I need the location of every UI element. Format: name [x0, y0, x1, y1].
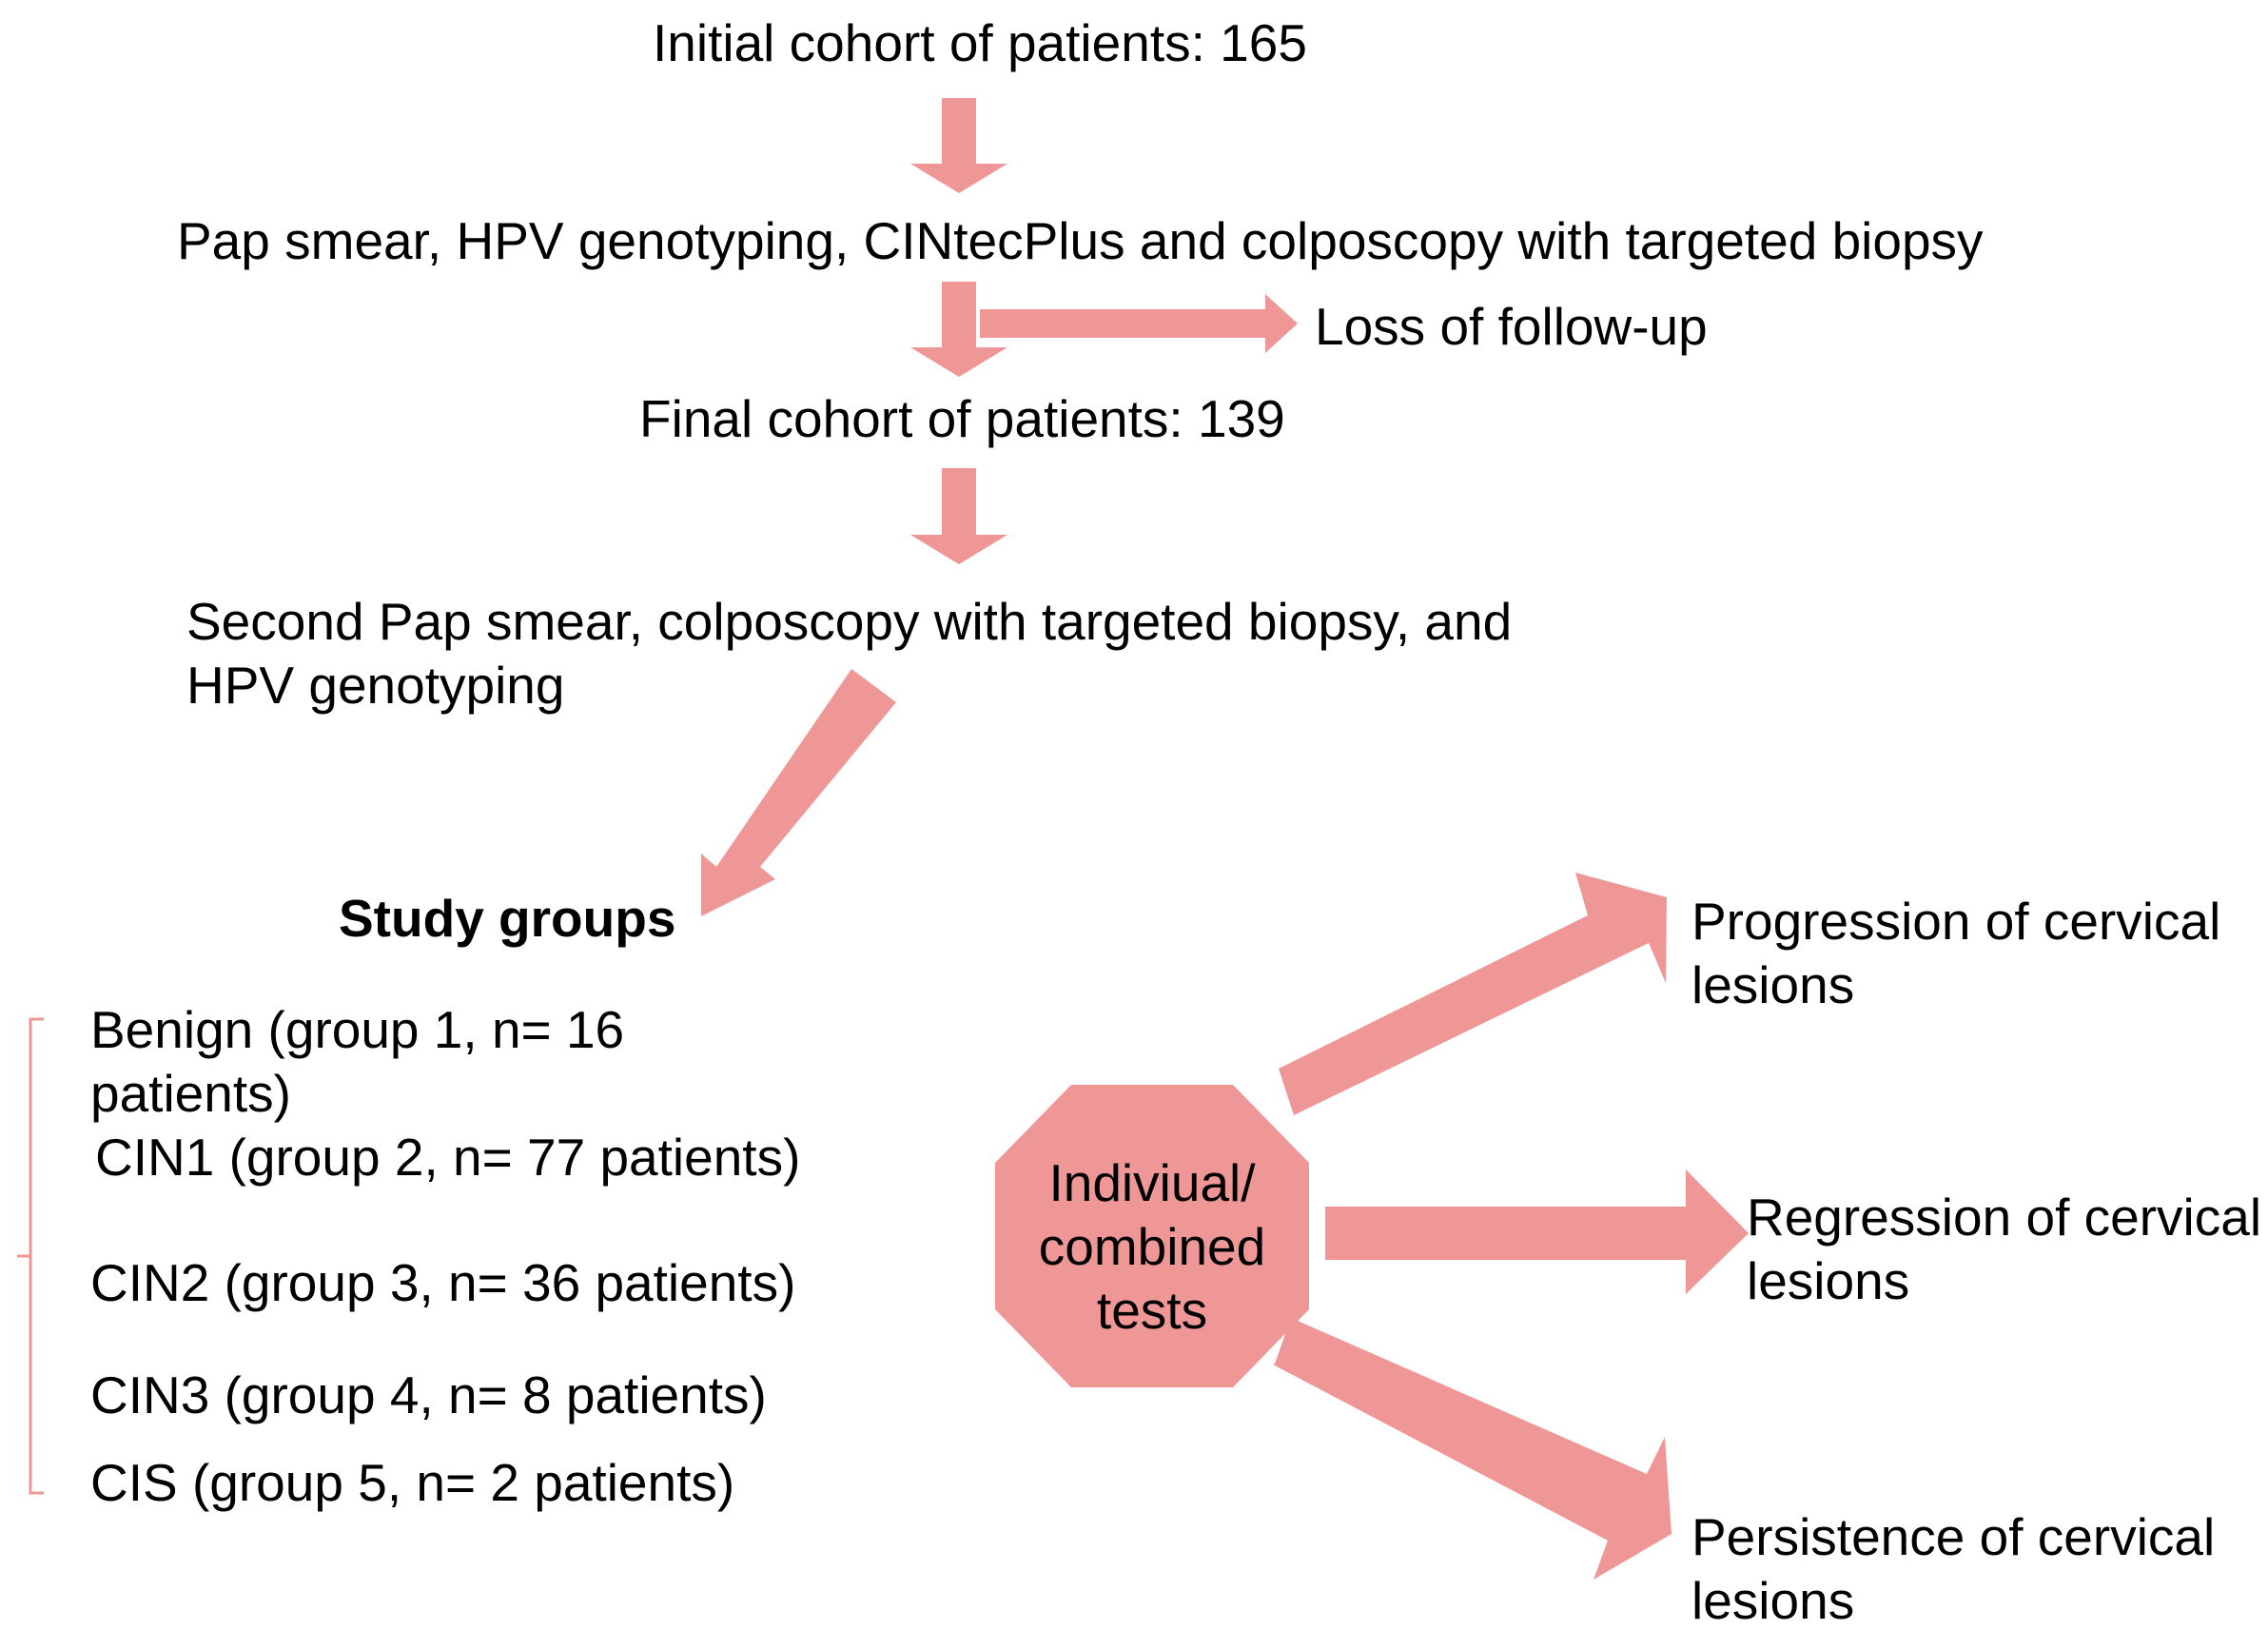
- tests-text: Indiviual/ combined tests: [995, 1151, 1309, 1343]
- group-1-line1: Benign (group 1, n= 16: [90, 1000, 625, 1059]
- group-5-text: CIS (group 5, n= 2 patients): [90, 1453, 735, 1512]
- arrow-persistence: [1273, 1318, 1672, 1580]
- initial-cohort-text: Initial cohort of patients: 165: [653, 13, 1307, 72]
- group-2-text: CIN1 (group 2, n= 77 patients): [95, 1128, 801, 1187]
- tests-line3: tests: [1096, 1281, 1208, 1340]
- outcome-progression-line2: lesions: [1691, 955, 1855, 1014]
- outcome-persistence-line1: Persistence of cervical: [1691, 1507, 2216, 1566]
- tests-octagon: [995, 1085, 1309, 1387]
- outcome-progression-text: Progression of cervical lesions: [1691, 890, 2220, 1017]
- study-groups-title: Study groups: [339, 889, 676, 948]
- arrow-right-loss: [980, 294, 1298, 353]
- arrow-progression: [1279, 873, 1667, 1115]
- tests-line1: Indiviual/: [1048, 1153, 1256, 1212]
- step2-text: Second Pap smear, colposcopy with target…: [186, 590, 1512, 717]
- step2-line1: Second Pap smear, colposcopy with target…: [186, 592, 1513, 651]
- step2-line2: HPV genotyping: [186, 656, 565, 715]
- arrow-diagonal-study-groups: [701, 669, 896, 916]
- arrow-down-2: [910, 282, 1007, 377]
- group-1-line2: patients): [90, 1064, 291, 1123]
- arrow-regression: [1325, 1169, 1749, 1294]
- outcome-regression-line2: lesions: [1747, 1251, 1910, 1310]
- outcome-persistence-line2: lesions: [1691, 1571, 1855, 1630]
- group-3-text: CIN2 (group 3, n= 36 patients): [90, 1253, 796, 1312]
- final-cohort-text: Final cohort of patients: 139: [639, 389, 1285, 448]
- outcome-persistence-text: Persistence of cervical lesions: [1691, 1505, 2215, 1633]
- arrow-down-1: [910, 98, 1007, 193]
- groups-bracket: [17, 1017, 44, 1495]
- outcome-regression-line1: Regression of cervical: [1747, 1188, 2262, 1247]
- outcome-progression-line1: Progression of cervical: [1691, 892, 2221, 951]
- outcome-regression-text: Regression of cervical lesions: [1747, 1186, 2261, 1313]
- step1-text: Pap smear, HPV genotyping, CINtecPlus an…: [177, 211, 1984, 270]
- group-4-text: CIN3 (group 4, n= 8 patients): [90, 1365, 767, 1424]
- group-1-text: Benign (group 1, n= 16 patients): [90, 998, 624, 1126]
- loss-of-follow-up-text: Loss of follow-up: [1315, 297, 1708, 356]
- arrow-down-3: [910, 468, 1007, 564]
- tests-line2: combined: [1038, 1217, 1266, 1276]
